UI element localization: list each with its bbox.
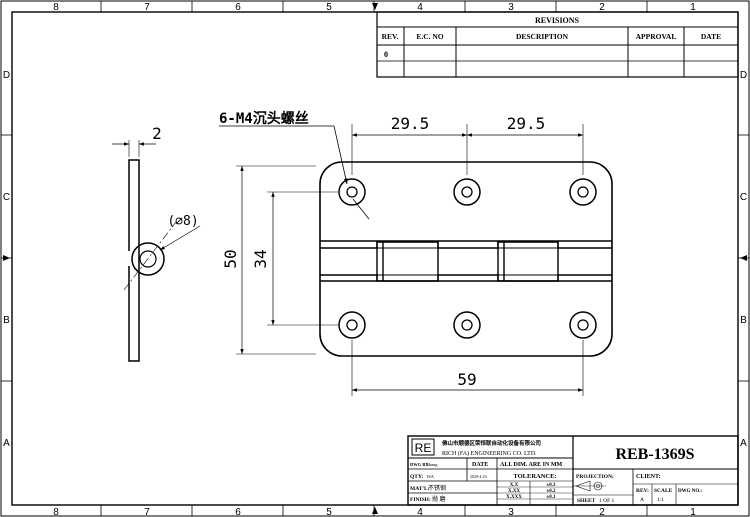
- zone-col-bottom-1: 1: [690, 507, 696, 517]
- rev-header-approval: APPROVAL: [636, 32, 677, 41]
- zone-col-top-8: 8: [53, 2, 59, 13]
- dim-hole-pitch-left: 29.5: [391, 114, 430, 133]
- rev-value: A: [640, 497, 644, 503]
- tolerance-val-3: ±0.1: [547, 495, 556, 500]
- zone-col-bottom-3: 3: [508, 507, 514, 517]
- dim-height-total: 50: [221, 249, 240, 268]
- scale-label: SCALE: [654, 488, 673, 494]
- zone-row-right-d: D: [740, 70, 747, 81]
- date-value: 2020-4-23: [470, 474, 487, 479]
- zone-col-top-1: 1: [690, 2, 696, 13]
- rev-header-ecno: E.C. NO: [416, 32, 443, 41]
- matl-label: MAT'L:: [410, 486, 430, 492]
- dim-hole-pitch-right: 29.5: [507, 114, 546, 133]
- client-label: CLIENT:: [636, 474, 661, 480]
- sheet-label: SHEET: [577, 498, 596, 504]
- tolerance-fmt-2: X.XX: [508, 489, 520, 494]
- dim-pin-diameter: (⌀8): [167, 214, 198, 229]
- company-name-cn: 佛山市顺德区荣恒联自动化设备有限公司: [441, 439, 541, 447]
- date-label: DATE: [472, 462, 488, 468]
- side-view: 2 (⌀8): [112, 124, 201, 362]
- drawn-by-label: DWG BY:: [410, 462, 430, 467]
- zone-col-bottom-8: 8: [53, 507, 59, 517]
- tolerance-title: TOLERANCE:: [513, 473, 556, 480]
- screw-hole-bottom-1: [338, 311, 366, 339]
- screw-hole-bottom-2: [453, 311, 481, 339]
- dim-screw-callout: 6-M4沉头螺丝: [219, 110, 309, 127]
- drawn-by-value: Zhang: [426, 462, 438, 467]
- part-number: REB-1369S: [615, 446, 694, 463]
- dim-thickness: 2: [152, 124, 162, 143]
- sheet-value: 1 OF 1: [599, 498, 615, 504]
- screw-hole-top-2: [453, 178, 481, 206]
- rev-row-0-rev: 0: [384, 50, 388, 59]
- tolerance-fmt-3: X.XXX: [506, 495, 522, 500]
- front-view: 6-M4沉头螺丝 29.5 29.5 50 34 59: [219, 110, 613, 396]
- tolerance-val-2: ±0.2: [547, 489, 556, 494]
- zone-col-top-6: 6: [235, 2, 241, 13]
- zone-row-left-d: D: [3, 70, 10, 81]
- rev-header-rev: REV.: [382, 32, 399, 41]
- projection-symbol-icon: [572, 480, 606, 492]
- revisions-title: REVISIONS: [535, 16, 580, 25]
- finish-value: 抛 磨: [432, 495, 446, 503]
- rev-header-date: DATE: [701, 32, 721, 41]
- title-block: RE 佛山市顺德区荣恒联自动化设备有限公司 RICH (FA) ENGINEER…: [407, 435, 739, 506]
- zone-row-left-a: A: [3, 438, 10, 449]
- screw-hole-bottom-3: [569, 311, 597, 339]
- qty-value: 1SA: [426, 474, 435, 479]
- zone-col-top-3: 3: [508, 2, 514, 13]
- projection-label: PROJECTION:: [576, 474, 614, 480]
- qty-label: QTY:: [410, 474, 423, 480]
- zone-col-bottom-2: 2: [599, 507, 605, 517]
- company-logo: [411, 438, 435, 456]
- tolerance-fmt-1: X.X: [510, 483, 519, 488]
- finish-label: FINISH:: [410, 497, 431, 503]
- scale-value: 1:1: [657, 497, 664, 503]
- zone-row-right-c: C: [740, 192, 747, 203]
- matl-value: 不锈钢: [428, 484, 446, 492]
- rev-header-description: DESCRIPTION: [516, 32, 569, 41]
- zone-row-left-c: C: [3, 192, 10, 203]
- dim-width-holes: 59: [457, 370, 476, 389]
- zone-col-top-2: 2: [599, 2, 605, 13]
- zone-row-right-b: B: [740, 315, 747, 326]
- zone-col-top-5: 5: [326, 2, 332, 13]
- company-logo-text: RE: [415, 441, 432, 455]
- zone-col-bottom-7: 7: [144, 507, 150, 517]
- company-name-en: RICH (FA) ENGINEERING CO. LTD.: [442, 450, 537, 457]
- revisions-table: REVISIONS REV. E.C. NO DESCRIPTION APPRO…: [376, 11, 739, 78]
- tolerance-val-1: ±0.3: [547, 483, 556, 488]
- dwg-no-label: DWG NO.:: [678, 489, 703, 494]
- zone-row-left-b: B: [3, 315, 10, 326]
- dim-height-holes: 34: [251, 249, 270, 268]
- zone-col-bottom-4: 4: [417, 507, 423, 517]
- zone-col-bottom-6: 6: [235, 507, 241, 517]
- units-note: ALL DIM. ARE IN MM: [500, 462, 563, 468]
- zone-col-bottom-5: 5: [326, 507, 332, 517]
- screw-hole-top-3: [569, 178, 597, 206]
- screw-hole-top-1: [338, 178, 366, 206]
- zone-col-top-4: 4: [417, 2, 423, 13]
- zone-col-top-7: 7: [144, 2, 150, 13]
- rev-label: REV:: [636, 488, 649, 494]
- zone-row-right-a: A: [740, 438, 747, 449]
